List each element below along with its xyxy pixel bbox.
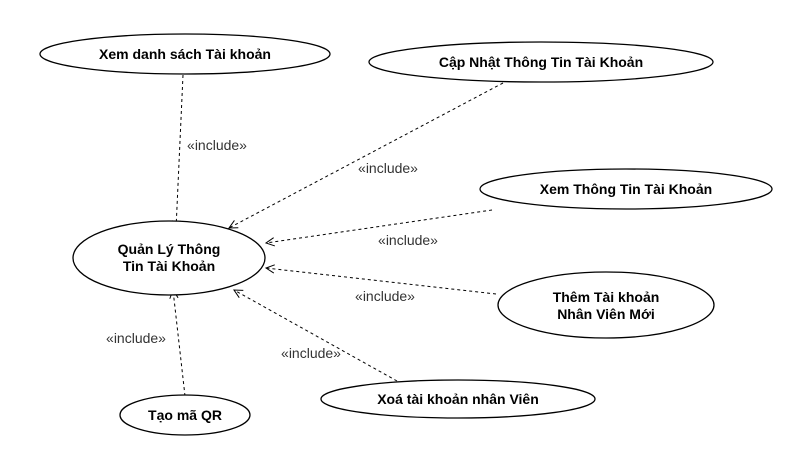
use-case-ellipse [119, 394, 251, 436]
relationship-cap-nhat: «include» [229, 82, 504, 228]
relationship-tao-ma-qr: «include» [106, 290, 186, 397]
include-arrow [173, 290, 186, 397]
use-case-label-line-1: Quản Lý Thông [118, 241, 221, 257]
include-label: «include» [378, 232, 438, 248]
use-case-ellipse [72, 220, 266, 296]
use-case-label: Xoá tài khoản nhân Viên [377, 391, 539, 407]
use-case-xem-danh-sach[interactable]: Xem danh sách Tài khoản [39, 33, 331, 75]
use-case-ellipse [39, 33, 331, 75]
use-case-ellipse [320, 379, 596, 419]
use-case-ellipse [497, 271, 715, 339]
include-arrow [266, 268, 497, 295]
relationship-xoa-tai-khoan: «include» [234, 290, 398, 382]
use-case-ellipse [368, 41, 714, 83]
include-label: «include» [355, 288, 415, 304]
relationship-xem-danh-sach: «include» [176, 74, 247, 229]
include-arrow [234, 290, 398, 382]
use-case-label: Tạo mã QR [148, 407, 222, 423]
use-case-label: Cập Nhật Thông Tin Tài Khoản [439, 54, 643, 70]
include-label: «include» [106, 330, 166, 346]
use-case-tao-ma-qr[interactable]: Tạo mã QR [119, 394, 251, 436]
use-case-label-line-2: Nhân Viên Mới [557, 306, 655, 322]
use-case-label-line-1: Thêm Tài khoản [553, 289, 660, 305]
use-case-cap-nhat[interactable]: Cập Nhật Thông Tin Tài Khoản [368, 41, 714, 83]
include-arrow [266, 209, 493, 243]
include-arrow [176, 74, 184, 229]
include-label: «include» [281, 345, 341, 361]
use-case-label-line-2: Tin Tài Khoản [123, 258, 215, 274]
use-case-label: Xem danh sách Tài khoản [99, 46, 271, 62]
use-case-xem-thong-tin[interactable]: Xem Thông Tin Tài Khoản [479, 168, 773, 210]
include-label: «include» [187, 137, 247, 153]
include-arrow [229, 82, 504, 228]
relationship-them-tai-khoan: «include» [266, 268, 497, 304]
relationship-xem-thong-tin: «include» [266, 209, 493, 248]
relationships: «include» «include» «include» «include» … [106, 74, 504, 397]
use-case-ellipse [479, 168, 773, 210]
use-case-xoa-tai-khoan[interactable]: Xoá tài khoản nhân Viên [320, 379, 596, 419]
use-case-label: Xem Thông Tin Tài Khoản [540, 181, 712, 197]
use-case-them-tai-khoan[interactable]: Thêm Tài khoản Nhân Viên Mới [497, 271, 715, 339]
use-case-central[interactable]: Quản Lý Thông Tin Tài Khoản [72, 220, 266, 296]
include-label: «include» [358, 160, 418, 176]
